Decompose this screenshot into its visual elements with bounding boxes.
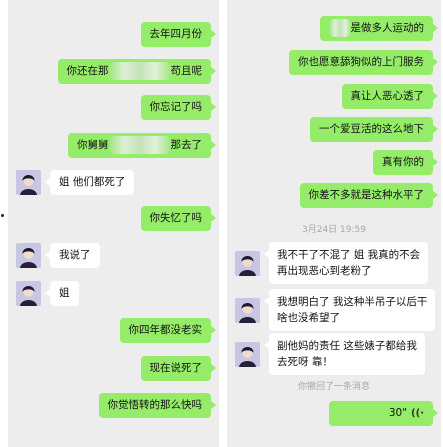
anime-portrait-avatar-icon[interactable] [16, 170, 41, 195]
message-text: 现在说死了 [149, 362, 203, 374]
anime-portrait-avatar-icon[interactable] [16, 281, 41, 306]
anime-portrait-avatar-icon[interactable] [16, 243, 41, 268]
message-sent[interactable]: 你失忆了吗 [140, 206, 216, 231]
message-bubble[interactable]: 姐 他们都死了 [44, 170, 135, 195]
message-text: 真让人恶心透了 [350, 90, 425, 102]
message-sent[interactable]: 现在说死了 [140, 356, 216, 381]
redaction-blur [108, 62, 171, 80]
anime-portrait-avatar-icon[interactable] [235, 341, 260, 367]
message-line: 我想明白了 我这种半吊子以后干 [277, 296, 428, 308]
message-bubble[interactable]: 你觉悟转的那么快吗 [98, 393, 216, 418]
left-chat-panel: 去年四月份 你还在那 苟且呢 你忘记了吗 你舅舅 那去了 姐 他们都死了 你失忆了吗… [8, 0, 219, 447]
message-bubble[interactable]: 副他妈的责任 这些婊子都给我 去死呀 靠！ [264, 333, 425, 375]
message-text: 你差不多就是这种水平了 [308, 189, 425, 201]
timestamp: 3月24日 19:59 [302, 225, 366, 235]
message-bubble[interactable]: 你四年都没老实 [119, 318, 216, 343]
message-received[interactable]: 我不干了不混了 姐 我真的不会 再出现恶心到老粉了 [235, 242, 429, 284]
message-text: 你觉悟转的那么快吗 [107, 399, 203, 411]
message-received[interactable]: 我说了 [16, 243, 100, 268]
recall-notice: 你撤回了一条消息 [297, 382, 370, 392]
message-text: 姐 他们都死了 [59, 176, 126, 188]
message-text: 去年四月份 [149, 28, 203, 40]
message-bubble[interactable]: 你忘记了吗 [140, 95, 216, 120]
message-text: 我说了 [59, 249, 91, 261]
message-bubble[interactable]: 是做多人运动的 [319, 16, 438, 41]
message-bubble[interactable]: 姐 [45, 281, 79, 306]
message-received[interactable]: 副他妈的责任 这些婊子都给我 去死呀 靠！ [235, 333, 425, 375]
message-bubble[interactable]: 现在说死了 [140, 356, 216, 381]
message-line: 啥也没希望了 [277, 312, 340, 324]
message-sent[interactable]: 你觉悟转的那么快吗 [98, 393, 216, 418]
message-bubble[interactable]: 真让人恶心透了 [341, 84, 438, 109]
message-line: 我不干了不混了 姐 我真的不会 [277, 249, 421, 261]
message-sent[interactable]: 真有你的 [373, 150, 438, 175]
message-text: 你也愿意舔狗似的上门服务 [298, 56, 424, 68]
anime-portrait-avatar-icon[interactable] [235, 250, 260, 276]
message-sent[interactable]: 你也愿意舔狗似的上门服务 [289, 50, 438, 75]
message-text: 真有你的 [382, 156, 424, 168]
voice-message[interactable]: 30"((· [329, 401, 438, 426]
message-text-suffix: 是做多人运动的 [350, 22, 425, 34]
message-text: 一个爱豆活的这么地下 [319, 123, 424, 135]
message-text-suffix: 苟且呢 [170, 65, 203, 77]
message-bubble[interactable]: 你舅舅 那去了 [68, 133, 216, 158]
message-bubble[interactable]: 去年四月份 [140, 22, 216, 47]
redaction-blur [108, 136, 171, 154]
voice-wave-icon: ((· [411, 408, 424, 419]
message-text-suffix: 那去了 [170, 139, 203, 151]
message-sent-redacted[interactable]: 你舅舅 那去了 [68, 133, 216, 158]
message-bubble[interactable]: 一个爱豆活的这么地下 [310, 117, 438, 142]
message-sent[interactable]: 你差不多就是这种水平了 [299, 183, 438, 208]
message-sent-redacted[interactable]: 是做多人运动的 [319, 16, 438, 41]
message-sent[interactable]: 你四年都没老实 [119, 318, 216, 343]
message-received[interactable]: 姐 他们都死了 [16, 170, 135, 195]
message-bubble[interactable]: 你失忆了吗 [140, 206, 216, 231]
message-sent[interactable]: 去年四月份 [140, 22, 216, 47]
message-line: 去死呀 靠！ [277, 356, 333, 368]
message-text: 你失忆了吗 [149, 212, 203, 224]
anime-portrait-avatar-icon[interactable] [235, 297, 260, 323]
message-bubble[interactable]: 你也愿意舔狗似的上门服务 [289, 50, 438, 75]
message-bubble[interactable]: 你还在那 苟且呢 [57, 59, 216, 84]
voice-duration: 30" [388, 407, 408, 419]
message-sent[interactable]: 真让人恶心透了 [341, 84, 438, 109]
message-received[interactable]: 我想明白了 我这种半吊子以后干 啥也没希望了 [235, 289, 436, 331]
right-chat-panel: 是做多人运动的 你也愿意舔狗似的上门服务 真让人恶心透了 一个爱豆活的这么地下 … [227, 0, 441, 447]
message-text: 姐 [59, 287, 70, 299]
message-bubble[interactable]: 我不干了不混了 姐 我真的不会 再出现恶心到老粉了 [263, 242, 429, 284]
message-sent-redacted[interactable]: 你还在那 苟且呢 [57, 59, 216, 84]
message-bubble[interactable]: 我想明白了 我这种半吊子以后干 啥也没希望了 [263, 289, 436, 331]
message-bubble[interactable]: 我说了 [45, 243, 100, 268]
redaction-blur [328, 19, 351, 37]
message-text: 你忘记了吗 [149, 101, 203, 113]
bullet-dot [1, 214, 4, 217]
message-line: 再出现恶心到老粉了 [277, 265, 372, 277]
message-bubble[interactable]: 你差不多就是这种水平了 [299, 183, 438, 208]
message-text-prefix: 你还在那 [66, 65, 109, 77]
message-text-prefix: 你舅舅 [77, 139, 109, 151]
message-received[interactable]: 姐 [16, 281, 79, 306]
message-sent[interactable]: 你忘记了吗 [140, 95, 216, 120]
message-text: 你四年都没老实 [128, 324, 203, 336]
message-line: 副他妈的责任 这些婊子都给我 [277, 340, 417, 352]
message-bubble[interactable]: 真有你的 [373, 150, 438, 175]
message-sent[interactable]: 一个爱豆活的这么地下 [310, 117, 438, 142]
voice-message-bubble[interactable]: 30"((· [329, 401, 438, 426]
